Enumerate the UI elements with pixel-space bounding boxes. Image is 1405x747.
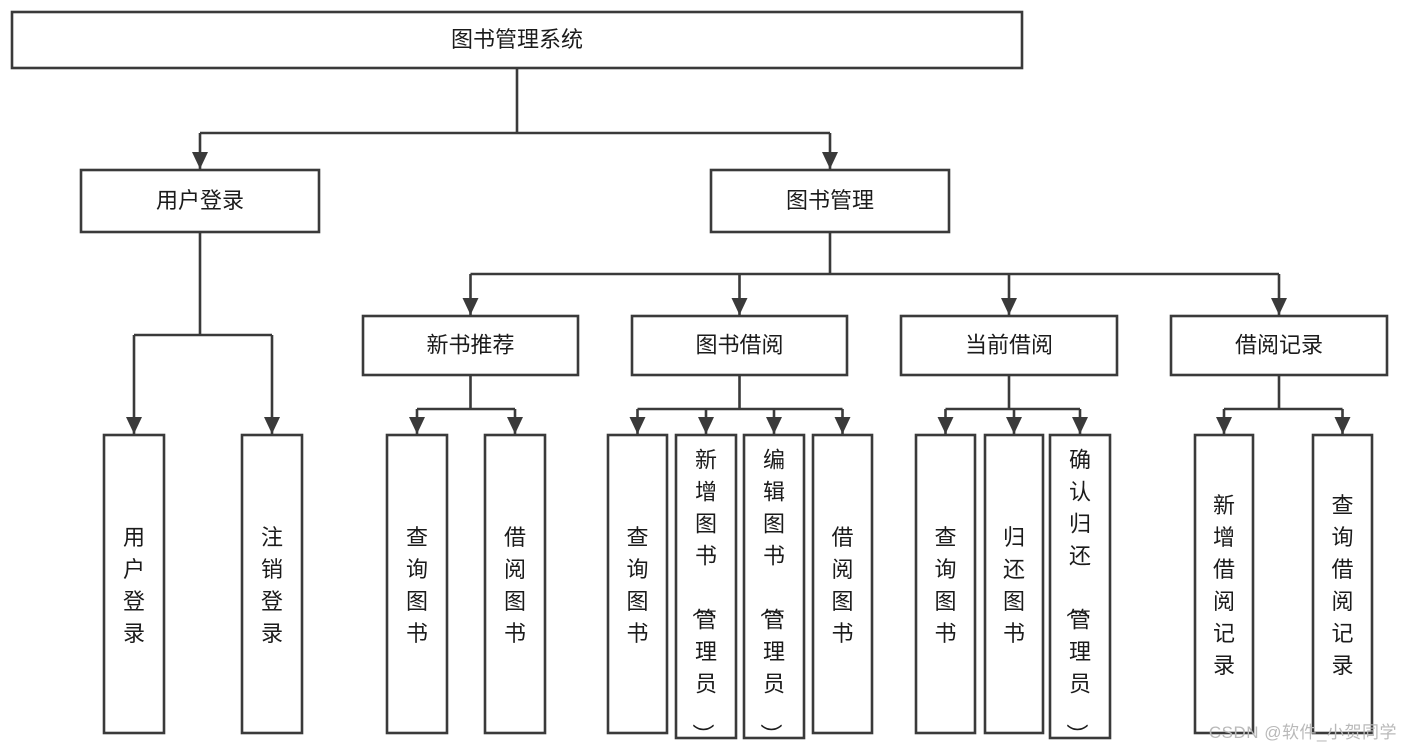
arrow-head-icon <box>264 417 280 434</box>
node-leaf-确认归还管理员[interactable]: 确认归还（管理员） <box>1048 433 1112 746</box>
node-label: 查询图书 <box>934 525 956 646</box>
node-level2-图书管理[interactable]: 图书管理 <box>709 168 951 234</box>
node-level2-用户登录[interactable]: 用户登录 <box>79 168 321 234</box>
arrow-head-icon <box>1072 417 1088 434</box>
node-level3-新书推荐[interactable]: 新书推荐 <box>361 314 580 377</box>
node-label: 当前借阅 <box>965 332 1053 357</box>
node-box <box>1193 433 1255 735</box>
arrow-head-icon <box>1334 417 1351 434</box>
watermark-label: CSDN @软件_小贺同学 <box>1208 723 1397 742</box>
arrow-head-icon <box>126 417 142 434</box>
node-box <box>914 433 977 735</box>
node-box <box>1311 433 1374 735</box>
node-box <box>742 433 806 740</box>
node-box <box>240 433 304 735</box>
node-box <box>361 314 580 377</box>
node-box <box>709 168 951 234</box>
node-box <box>811 433 874 735</box>
connectors-layer <box>126 68 1351 434</box>
node-label: 编辑图书（管理员） <box>758 448 785 746</box>
node-level3-图书借阅[interactable]: 图书借阅 <box>630 314 849 377</box>
arrow-head-icon <box>1271 298 1287 315</box>
node-leaf-借阅图书[interactable]: 借阅图书 <box>811 433 874 735</box>
node-box <box>483 433 547 735</box>
node-leaf-查询图书[interactable]: 查询图书 <box>385 433 449 735</box>
node-box <box>79 168 321 234</box>
node-leaf-新增借阅记录[interactable]: 新增借阅记录 <box>1193 433 1255 735</box>
arrow-head-icon <box>698 417 714 434</box>
arrow-head-icon <box>834 417 851 434</box>
arrow-head-icon <box>937 417 954 434</box>
arrow-head-icon <box>1216 417 1232 434</box>
node-box <box>1048 433 1112 740</box>
node-leaf-编辑图书管理员[interactable]: 编辑图书（管理员） <box>742 433 806 746</box>
node-label: 用户登录 <box>123 525 145 646</box>
arrow-head-icon <box>1001 298 1017 315</box>
node-label: 图书管理系统 <box>451 27 583 52</box>
node-label: 新增图书（管理员） <box>690 448 717 746</box>
node-leaf-借阅图书[interactable]: 借阅图书 <box>483 433 547 735</box>
arrow-head-icon <box>192 152 208 169</box>
node-leaf-注销登录[interactable]: 注销登录 <box>240 433 304 735</box>
node-label: 确认归还（管理员） <box>1064 448 1091 746</box>
node-level3-借阅记录[interactable]: 借阅记录 <box>1169 314 1389 377</box>
node-label: 借阅图书 <box>504 525 526 646</box>
node-box <box>10 10 1024 70</box>
node-box <box>1169 314 1389 377</box>
node-level3-当前借阅[interactable]: 当前借阅 <box>899 314 1119 377</box>
node-leaf-用户登录[interactable]: 用户登录 <box>102 433 166 735</box>
node-label: 注销登录 <box>261 525 283 646</box>
node-box <box>630 314 849 377</box>
node-leaf-查询图书[interactable]: 查询图书 <box>914 433 977 735</box>
node-label: 查询借阅记录 <box>1331 493 1353 678</box>
nodes-layer: 图书管理系统用户登录图书管理新书推荐图书借阅当前借阅借阅记录用户登录注销登录查询… <box>10 10 1389 746</box>
node-label: 图书管理 <box>786 188 874 213</box>
node-root-图书管理系统[interactable]: 图书管理系统 <box>10 10 1024 70</box>
node-label: 归还图书 <box>1003 525 1025 646</box>
arrow-head-icon <box>629 417 646 434</box>
arrow-head-icon <box>731 298 748 315</box>
node-label: 查询图书 <box>406 525 428 646</box>
node-box <box>983 433 1045 735</box>
node-label: 新增借阅记录 <box>1213 493 1235 678</box>
node-leaf-新增图书管理员[interactable]: 新增图书（管理员） <box>674 433 738 746</box>
node-leaf-查询借阅记录[interactable]: 查询借阅记录 <box>1311 433 1374 735</box>
node-box <box>385 433 449 735</box>
node-label: 用户登录 <box>156 188 244 213</box>
node-box <box>674 433 738 740</box>
node-label: 查询图书 <box>626 525 648 646</box>
node-label: 新书推荐 <box>426 332 514 357</box>
arrow-head-icon <box>462 298 479 315</box>
node-box <box>102 433 166 735</box>
node-box <box>606 433 669 735</box>
arrow-head-icon <box>1006 417 1022 434</box>
node-label: 图书借阅 <box>695 332 783 357</box>
arrow-head-icon <box>507 417 523 434</box>
arrow-head-icon <box>822 152 838 169</box>
arrow-head-icon <box>766 417 782 434</box>
node-leaf-查询图书[interactable]: 查询图书 <box>606 433 669 735</box>
node-leaf-归还图书[interactable]: 归还图书 <box>983 433 1045 735</box>
node-label: 借阅记录 <box>1235 332 1323 357</box>
node-label: 借阅图书 <box>831 525 853 646</box>
arrow-head-icon <box>409 417 425 434</box>
node-box <box>899 314 1119 377</box>
